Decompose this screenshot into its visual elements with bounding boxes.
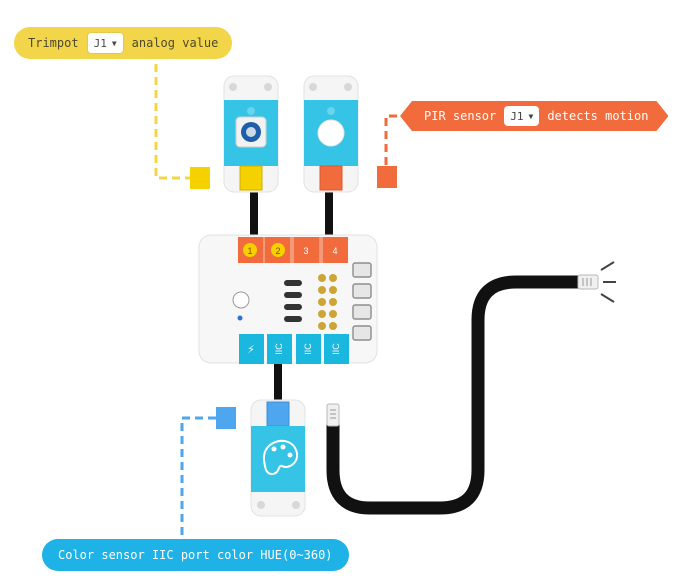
palette-icon [262,440,299,476]
trimpot-block-suffix: analog value [131,36,219,50]
pir-port-dropdown[interactable]: J1 ▼ [504,106,539,126]
port-3-label: 3 [303,246,308,256]
pin-grid [318,274,337,330]
side-ports [352,262,372,341]
port-1-label: 1 [247,246,252,256]
iic-port-3-label: IIC [331,343,341,355]
iic-port-2-label: IIC [303,343,313,355]
dashed-connector-blue [180,407,236,540]
color-sensor-hue-block[interactable]: Color sensor IIC port color HUE(0~360) [42,539,349,571]
lightning-icon: ⚡ [247,343,255,356]
port-4-label: 4 [332,246,337,256]
trimpot-analog-block[interactable]: Trimpot J1 ▼ analog value [14,27,233,59]
motion-lens-icon [317,119,345,147]
pir-port-value: J1 [510,109,524,123]
caret-down-icon: ▼ [528,111,534,121]
cable-plug-right [577,261,616,303]
module-logo-icon [327,107,335,115]
controller-hub: 1 2 3 4 ⚡ IIC IIC [198,234,378,364]
pir-motion-block[interactable]: PIR sensor J1 ▼ detects motion [400,101,668,131]
color-block-text: Color sensor IIC port color HUE(0~360) [58,548,333,562]
orange-marker [377,166,397,188]
trimpot-port-value: J1 [93,36,107,50]
pin-header [284,280,302,322]
pir-module [303,75,359,193]
color-sensor-module [250,399,306,517]
trimpot-port-dropdown[interactable]: J1 ▼ [86,32,124,54]
caret-down-icon: ▼ [111,38,117,48]
port-1-badge [243,243,257,257]
pir-block-suffix: detects motion [547,109,649,123]
pir-block-prefix: PIR sensor [424,109,497,123]
trimpot-module [223,75,279,193]
status-led-icon [237,315,243,321]
signal-lines-icon [600,261,616,303]
dashed-connector-yellow [154,64,210,189]
trimpot-block-prefix: Trimpot [28,36,79,50]
yellow-marker [190,167,210,189]
port-2-badge [271,243,285,257]
iic-port-1-label: IIC [274,343,284,355]
reset-button-icon [232,291,250,309]
cable-plug-left [326,403,340,427]
blue-marker [216,407,236,429]
port-2-label: 2 [275,246,280,256]
cable-loose [326,275,587,515]
module-logo-icon [247,107,255,115]
dashed-connector-orange [377,114,410,188]
